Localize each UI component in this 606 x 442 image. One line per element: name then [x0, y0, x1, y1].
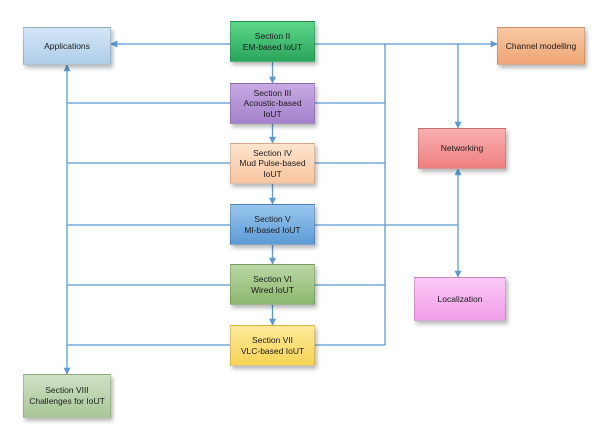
section4-mud-pulse-box: Section IV Mud Pulse-based IoUT — [230, 143, 315, 184]
applications-box: Applications — [23, 27, 111, 65]
localization-box: Localization — [414, 277, 506, 321]
channel-modelling-box: Channel modelling — [497, 27, 585, 65]
section7-vlc-box: Section VII VLC-based IoUT — [230, 325, 315, 366]
section5-mi-box: Section V MI-based IoUT — [230, 204, 315, 245]
networking-box: Networking — [418, 128, 506, 169]
section6-wired-box: Section VI Wired IoUT — [230, 264, 315, 305]
section2-em-box: Section II EM-based IoUT — [230, 21, 315, 62]
section8-challenges-box: Section VIII Challenges for IoUT — [23, 374, 111, 418]
section3-acoustic-box: Section III Acoustic-based IoUT — [230, 83, 315, 124]
